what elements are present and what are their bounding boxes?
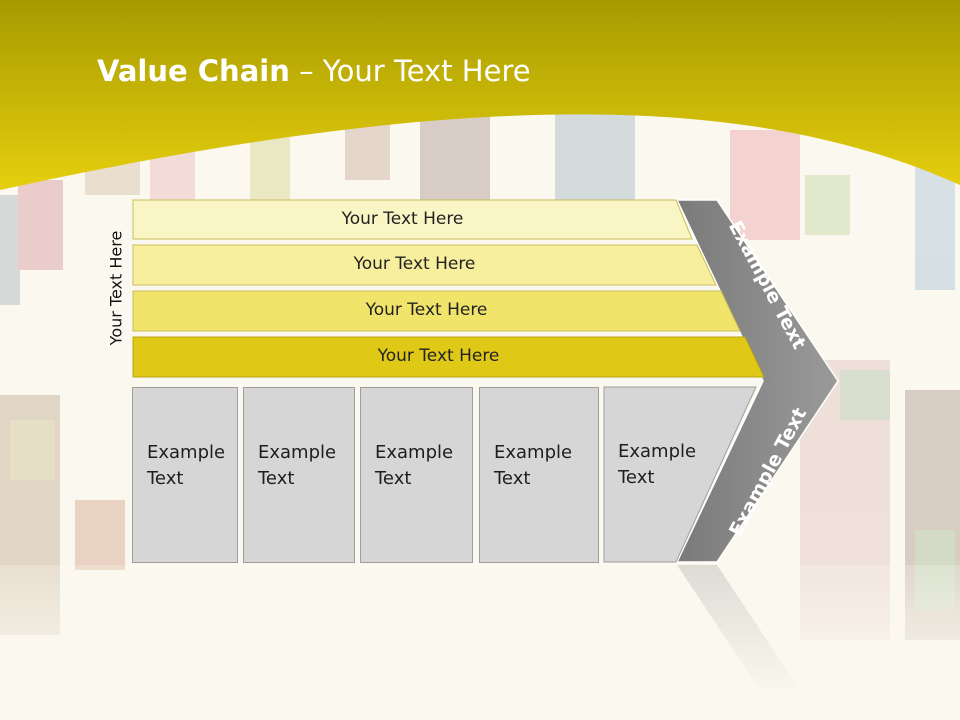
box-3-line2: Text xyxy=(375,468,412,489)
band-shape-4 xyxy=(132,336,765,378)
title-rest: – Your Text Here xyxy=(289,54,531,88)
band-shape-3 xyxy=(132,290,741,332)
band-3: Your Text Here xyxy=(133,291,740,329)
side-label: Your Text Here xyxy=(100,198,132,378)
band-shape-1 xyxy=(132,199,693,240)
box-1-line1: Example xyxy=(147,442,226,463)
title-bold: Value Chain xyxy=(97,54,290,88)
chevron-arrow xyxy=(675,199,839,563)
band-1-label: Your Text Here xyxy=(341,209,464,229)
band-2-label: Your Text Here xyxy=(353,254,476,274)
slide-title: Value Chain – Your Text Here xyxy=(97,54,531,88)
box-4-line1: Example xyxy=(494,442,573,463)
side-label-text: Your Text Here xyxy=(106,230,126,346)
box-2-line2: Text xyxy=(258,468,295,489)
box-4-line2: Text xyxy=(494,468,531,489)
box-5-line2: Text xyxy=(618,467,655,488)
chevron-reflection xyxy=(677,565,800,690)
band-shape-2 xyxy=(132,244,717,286)
band-1: Your Text Here xyxy=(133,200,692,238)
header-banner xyxy=(0,0,960,190)
box-2-line1: Example xyxy=(258,442,337,463)
band-3-label: Your Text Here xyxy=(365,300,488,320)
box-shape-5 xyxy=(603,386,757,563)
band-4: Your Text Here xyxy=(133,337,764,375)
band-4-label: Your Text Here xyxy=(377,346,500,366)
box-1-line2: Text xyxy=(147,468,184,489)
box-3-line1: Example xyxy=(375,442,454,463)
box-5-line1: Example xyxy=(618,441,697,462)
band-2: Your Text Here xyxy=(133,245,716,283)
